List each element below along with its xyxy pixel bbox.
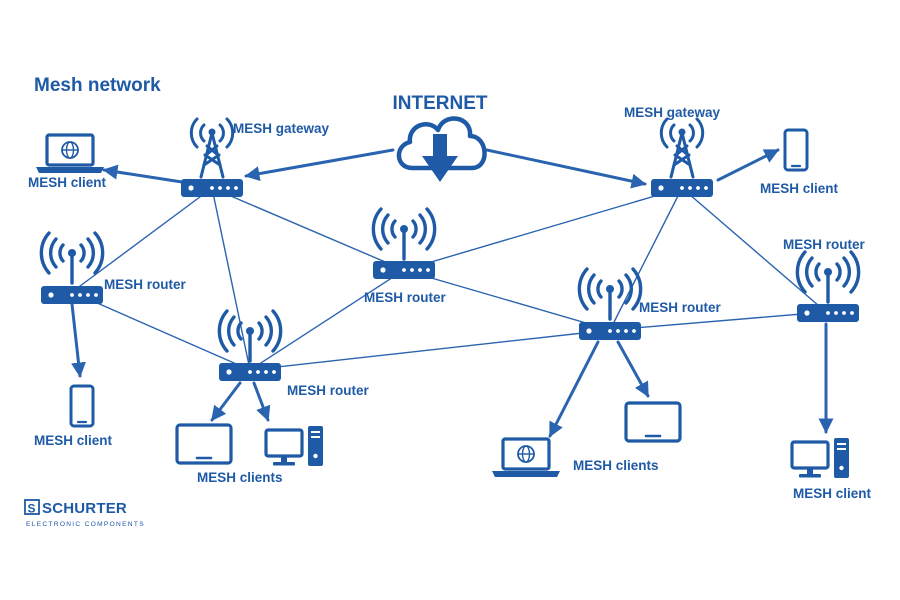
router-device-icon bbox=[797, 304, 859, 322]
mesh-client-bottom-right: MESH client bbox=[790, 436, 872, 501]
client-top-right-label: MESH client bbox=[760, 181, 839, 196]
connection-arrows bbox=[70, 148, 834, 438]
mesh-router-left: MESH router bbox=[39, 231, 187, 304]
brand-name: SCHURTER bbox=[42, 500, 127, 517]
arrow-gateway-to-client-top-right bbox=[716, 148, 780, 182]
laptop-icon bbox=[490, 437, 562, 479]
mesh-client-bottom-left: MESH client bbox=[34, 384, 113, 448]
tablet-icon bbox=[175, 423, 233, 465]
cloud-download-icon bbox=[396, 116, 487, 182]
desktop-computer-icon bbox=[790, 436, 851, 480]
router-center-label: MESH router bbox=[364, 290, 447, 305]
tower-antenna-icon bbox=[189, 117, 235, 179]
router-device-icon bbox=[41, 286, 103, 304]
link-routercenter-routermid bbox=[403, 269, 611, 331]
router-device-icon bbox=[651, 179, 713, 197]
link-gwleft-routercenter bbox=[211, 187, 405, 271]
brand-tagline: ELECTRONIC COMPONENTS bbox=[26, 521, 145, 528]
logo-mark bbox=[24, 499, 40, 515]
arrow-router-to-client-bottom-left bbox=[70, 302, 86, 378]
link-routermid-routerfar bbox=[609, 311, 827, 331]
mesh-clients-bottom-left: MESH clients bbox=[175, 423, 325, 485]
client-bottom-right-label: MESH client bbox=[793, 486, 872, 501]
link-gwleft-routerbl bbox=[211, 187, 251, 371]
internet-label: INTERNET bbox=[393, 93, 488, 114]
clients-bottom-right-label: MESH clients bbox=[573, 458, 659, 473]
clients-bottom-left-label: MESH clients bbox=[197, 470, 283, 485]
mesh-clients-bottom-right: MESH clients bbox=[490, 401, 682, 479]
mesh-client-top-right: MESH client bbox=[760, 128, 839, 196]
gateway-right-label: MESH gateway bbox=[624, 105, 721, 120]
arrow-internet-to-gateway-left bbox=[244, 148, 395, 182]
mesh-gateway-left: MESH gateway bbox=[181, 117, 330, 197]
gateway-left-label: MESH gateway bbox=[233, 121, 330, 136]
tablet-icon bbox=[624, 401, 682, 443]
page-title: Mesh network bbox=[34, 75, 161, 96]
arrow-router-to-laptop-br bbox=[548, 340, 600, 438]
wifi-icon bbox=[371, 207, 437, 261]
router-left-label: MESH router bbox=[104, 277, 187, 292]
router-device-icon bbox=[579, 322, 641, 340]
router-far-right-label: MESH router bbox=[783, 237, 866, 252]
mesh-gateway-right: MESH gateway bbox=[624, 105, 721, 197]
router-device-icon bbox=[373, 261, 435, 279]
router-device-icon bbox=[181, 179, 243, 197]
router-bottom-left-label: MESH router bbox=[287, 383, 370, 398]
client-top-left-label: MESH client bbox=[28, 175, 107, 190]
arrow-router-to-desktop-bl bbox=[252, 381, 271, 422]
mesh-router-bottom-left: MESH router bbox=[217, 309, 370, 398]
router-mid-right-label: MESH router bbox=[639, 300, 722, 315]
smartphone-icon bbox=[69, 384, 95, 428]
wifi-icon bbox=[577, 267, 643, 321]
laptop-icon bbox=[34, 133, 106, 175]
link-routercenter-routerbl bbox=[249, 269, 405, 371]
desktop-computer-icon bbox=[264, 424, 325, 468]
mesh-links bbox=[71, 187, 827, 371]
internet-cloud: INTERNET bbox=[393, 93, 488, 182]
router-device-icon bbox=[219, 363, 281, 381]
logo-letter: S bbox=[28, 502, 36, 516]
arrow-gateway-to-client-top-left bbox=[102, 164, 184, 184]
arrow-router-to-tablet-br bbox=[616, 340, 650, 398]
arrow-router-to-tablet-bl bbox=[210, 381, 242, 422]
link-routerbl-routermid bbox=[249, 329, 611, 371]
tower-antenna-icon bbox=[659, 117, 705, 179]
mesh-router-mid-right: MESH router bbox=[577, 267, 722, 340]
wifi-icon bbox=[217, 309, 283, 363]
link-routerleft-routerbl bbox=[71, 291, 251, 371]
client-bottom-left-label: MESH client bbox=[34, 433, 113, 448]
link-routercenter-gwright bbox=[403, 187, 683, 271]
mesh-client-top-left: MESH client bbox=[28, 133, 107, 190]
mesh-router-far-right: MESH router bbox=[783, 237, 866, 322]
mesh-router-center: MESH router bbox=[364, 207, 447, 305]
smartphone-icon bbox=[783, 128, 809, 172]
schurter-logo: S SCHURTER ELECTRONIC COMPONENTS bbox=[24, 499, 145, 528]
link-gwright-routermid bbox=[609, 187, 683, 331]
arrow-internet-to-gateway-right bbox=[485, 148, 647, 189]
link-gwright-routerfar bbox=[681, 187, 827, 313]
